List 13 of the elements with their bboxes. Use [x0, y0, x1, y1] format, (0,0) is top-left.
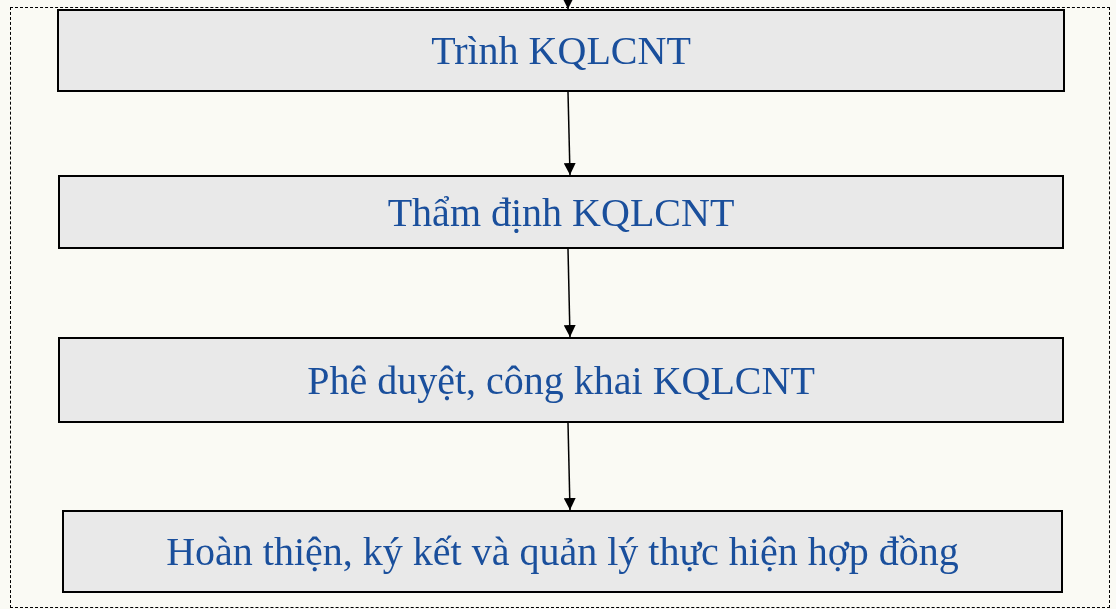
- arrow: [562, 0, 574, 10]
- arrow: [563, 248, 576, 338]
- process-box: [57, 9, 1065, 92]
- step-label: Phê duyệt, công khai KQLCNT: [307, 356, 815, 404]
- process-box: [58, 337, 1064, 423]
- arrow: [563, 422, 576, 511]
- dashed-boundary-box: [10, 7, 1110, 608]
- process-box: [62, 510, 1063, 593]
- process-box: [58, 175, 1064, 249]
- step-label: Trình KQLCNT: [431, 27, 691, 74]
- step-label: Hoàn thiện, ký kết và quản lý thực hiện hợp đồng: [166, 528, 959, 575]
- arrow: [563, 91, 576, 176]
- step-label: Thẩm định KQLCNT: [387, 188, 735, 236]
